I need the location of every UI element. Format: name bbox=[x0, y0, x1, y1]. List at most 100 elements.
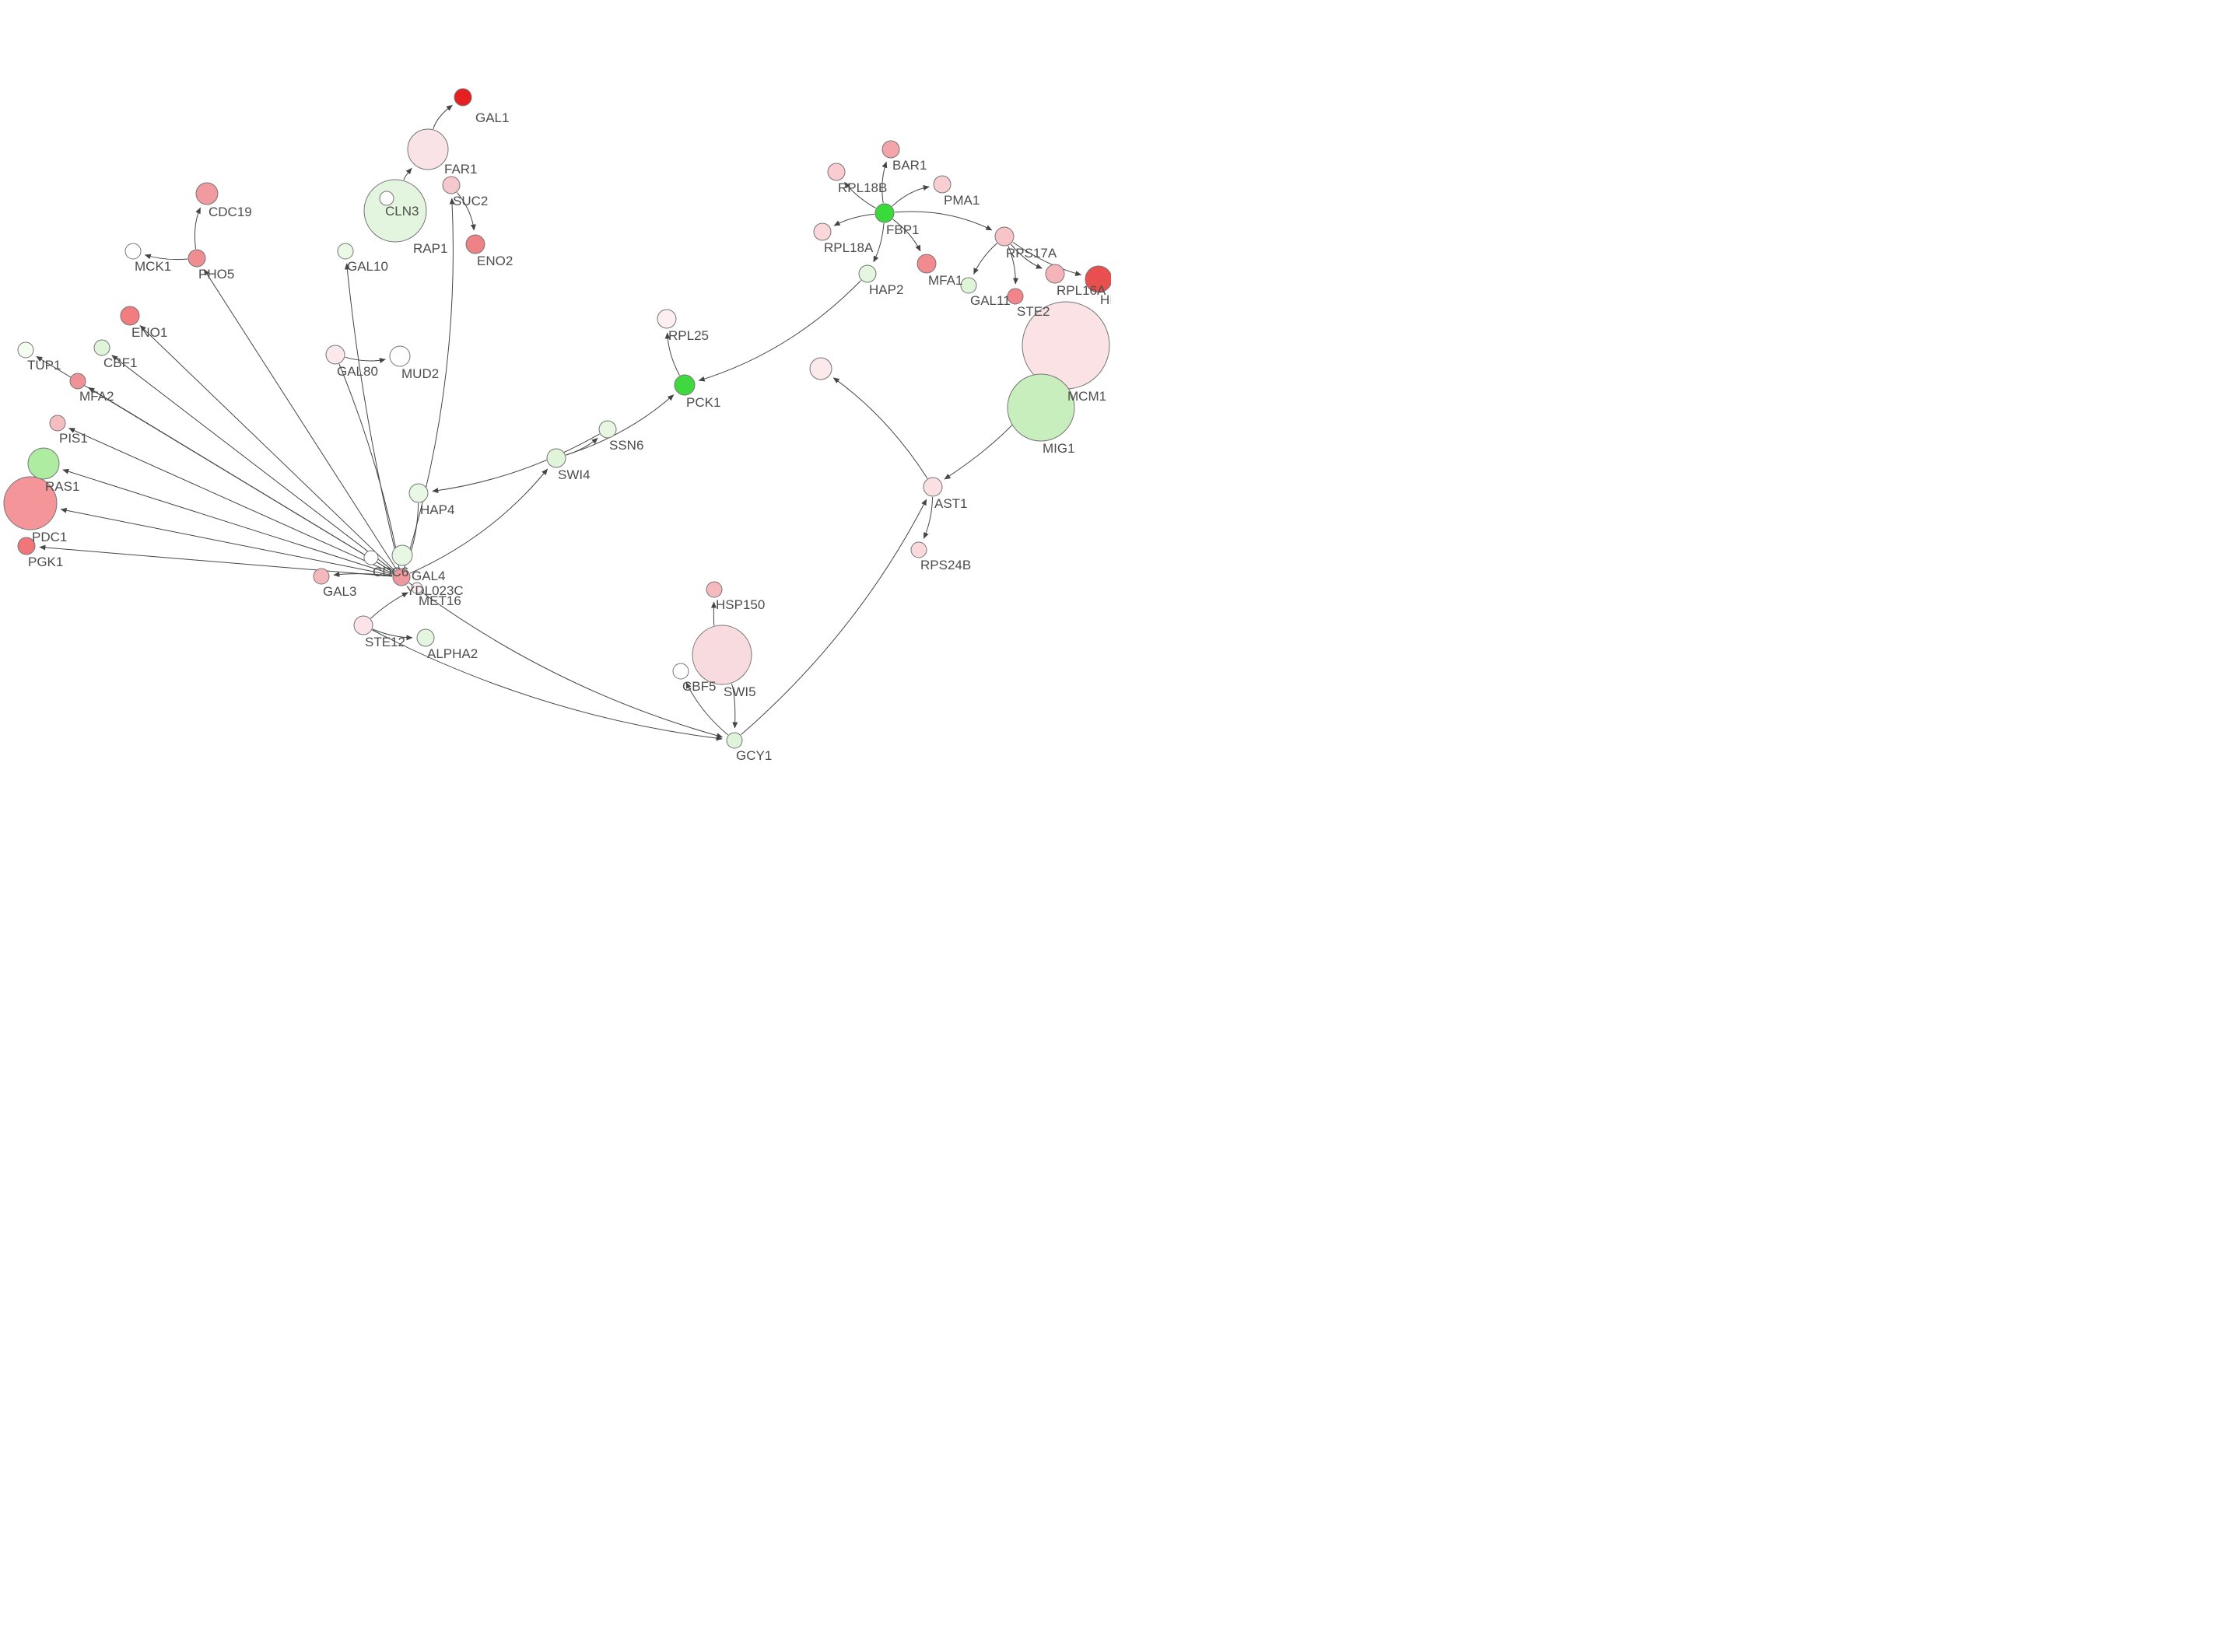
node-gal10[interactable] bbox=[337, 243, 354, 260]
edge-swi4-ssn6[interactable] bbox=[566, 437, 598, 456]
node-swi4[interactable] bbox=[546, 448, 566, 468]
node-far1[interactable] bbox=[407, 128, 449, 170]
node-cbf5[interactable] bbox=[672, 663, 689, 680]
edge-fbp1-rpl18a[interactable] bbox=[833, 213, 875, 226]
node-rpl18b[interactable] bbox=[827, 163, 846, 181]
edge-fbp1-rpl18b[interactable] bbox=[844, 181, 876, 209]
node-bar1[interactable] bbox=[881, 140, 900, 159]
edge-gal4-gal10[interactable] bbox=[344, 263, 400, 569]
edge-gal4-ras1[interactable] bbox=[62, 468, 393, 575]
edge-ste12-alpha2[interactable] bbox=[372, 628, 413, 641]
node-eno1[interactable] bbox=[120, 306, 140, 326]
node-alpha2[interactable] bbox=[416, 628, 435, 647]
edge-swi5-gcy1[interactable] bbox=[731, 683, 738, 729]
edge-suc2-eno2[interactable] bbox=[457, 192, 476, 231]
node-gal1[interactable] bbox=[454, 88, 472, 107]
node-cdc19[interactable] bbox=[195, 182, 219, 205]
node-ras1[interactable] bbox=[27, 447, 60, 480]
node-tup1[interactable] bbox=[17, 341, 34, 359]
node-ssn6[interactable] bbox=[598, 420, 617, 439]
node-ste2[interactable] bbox=[1007, 288, 1024, 305]
node-mck1[interactable] bbox=[124, 243, 142, 260]
node-rps17a[interactable] bbox=[994, 226, 1015, 247]
node-cdc6[interactable] bbox=[363, 550, 379, 565]
edge-ste12-gcy1[interactable] bbox=[372, 629, 723, 741]
node-ste12[interactable] bbox=[353, 615, 373, 635]
node-rps24b[interactable] bbox=[910, 541, 927, 558]
node-gal11[interactable] bbox=[960, 277, 977, 294]
node-pck1[interactable] bbox=[674, 374, 696, 396]
edge-fbp1-pma1[interactable] bbox=[892, 185, 930, 207]
node-rpl18a[interactable] bbox=[813, 222, 832, 241]
node-mud2[interactable] bbox=[389, 345, 411, 367]
edge-cln3-far1[interactable] bbox=[403, 167, 412, 180]
edge-fbp1-mfa1[interactable] bbox=[892, 219, 921, 252]
node-mig1[interactable] bbox=[1007, 373, 1075, 442]
node-rap1[interactable] bbox=[379, 191, 394, 206]
node-pma1[interactable] bbox=[933, 175, 952, 194]
edge-pho5-cdc19[interactable] bbox=[194, 207, 202, 250]
node-rpl16a[interactable] bbox=[1045, 264, 1065, 284]
node-swi5[interactable] bbox=[692, 625, 752, 685]
node-his4[interactable] bbox=[1085, 265, 1111, 293]
edge-gal4-eno1[interactable] bbox=[139, 325, 395, 572]
node-gal4[interactable] bbox=[392, 568, 411, 586]
edge-swi5-hsp150[interactable] bbox=[710, 601, 717, 626]
node-rpl25[interactable] bbox=[657, 309, 677, 329]
edge-gal80-gal4[interactable] bbox=[338, 363, 401, 565]
edge-ste12-met16[interactable] bbox=[370, 592, 408, 619]
edge-gal4-pdc1[interactable] bbox=[60, 507, 393, 576]
node-gal3[interactable] bbox=[313, 568, 330, 585]
edge-gal4-pis1[interactable] bbox=[68, 428, 394, 574]
node-ydl023c[interactable] bbox=[391, 544, 413, 566]
edge-fbp1-hap2[interactable] bbox=[873, 222, 885, 263]
node-mfa1[interactable] bbox=[916, 254, 937, 274]
node-pgk1[interactable] bbox=[17, 537, 36, 555]
edge-pho5-mck1[interactable] bbox=[144, 254, 188, 261]
edge-gal4-cbf1[interactable] bbox=[111, 355, 394, 572]
edge-fbp1-bar1[interactable] bbox=[881, 161, 888, 204]
edge-gal4-gcy1[interactable] bbox=[408, 582, 724, 739]
edge-rps17a-ste2[interactable] bbox=[1008, 245, 1018, 285]
edge-rps17a-gal11[interactable] bbox=[973, 243, 997, 275]
node-met16[interactable] bbox=[411, 582, 423, 594]
edge-gal4-mfa2[interactable] bbox=[88, 387, 394, 573]
network-svg[interactable]: CLN3MCM1MIG1SWI5PDC1FAR1RAS1GAL1RAP1SUC2… bbox=[0, 0, 1111, 826]
node-hap2[interactable] bbox=[858, 264, 877, 283]
edge-pck1-rpl25[interactable] bbox=[664, 332, 680, 376]
node-ast1[interactable] bbox=[923, 477, 943, 497]
node-pho5[interactable] bbox=[188, 249, 206, 268]
edge-gal4-pgk1[interactable] bbox=[39, 544, 393, 577]
node-pdc1[interactable] bbox=[3, 476, 58, 530]
edge-gal4-swi4[interactable] bbox=[409, 468, 548, 574]
edge-gal4-gal3[interactable] bbox=[333, 572, 393, 577]
edge-gcy1-cbf5[interactable] bbox=[685, 681, 728, 736]
node-unlabeled[interactable] bbox=[809, 357, 832, 380]
edge-gal4-pho5[interactable] bbox=[203, 268, 397, 570]
node-mfa2[interactable] bbox=[69, 373, 86, 390]
node-fbp1[interactable] bbox=[874, 203, 895, 223]
edge-swi4-pck1[interactable] bbox=[566, 394, 675, 456]
edge-far1-gal1[interactable] bbox=[433, 104, 453, 130]
edge-ssn6-hap4[interactable] bbox=[432, 433, 600, 494]
edge-ast1-rps24b[interactable] bbox=[923, 496, 934, 539]
node-pis1[interactable] bbox=[49, 415, 66, 432]
node-gcy1[interactable] bbox=[726, 732, 743, 749]
node-cbf1[interactable] bbox=[93, 339, 110, 356]
edge-gcy1-ast1[interactable] bbox=[740, 499, 927, 736]
edge-hap2-pck1[interactable] bbox=[698, 280, 861, 382]
edge-rps17a-his4[interactable] bbox=[1012, 241, 1082, 276]
edge-fbp1-rps17a[interactable] bbox=[894, 211, 993, 231]
node-gal80[interactable] bbox=[325, 345, 345, 365]
node-hap4[interactable] bbox=[408, 483, 429, 503]
edge-gal4-suc2[interactable] bbox=[404, 198, 455, 569]
node-hsp150[interactable] bbox=[706, 581, 723, 598]
edge-ast1-unlabeled[interactable] bbox=[832, 377, 928, 479]
node-cln3[interactable] bbox=[363, 179, 427, 243]
node-suc2[interactable] bbox=[442, 176, 461, 194]
node-label-cdc19: CDC19 bbox=[209, 205, 252, 219]
node-eno2[interactable] bbox=[465, 234, 485, 254]
edge-rps17a-rpl16a[interactable] bbox=[1010, 243, 1043, 269]
edge-gal80-mud2[interactable] bbox=[345, 356, 386, 364]
